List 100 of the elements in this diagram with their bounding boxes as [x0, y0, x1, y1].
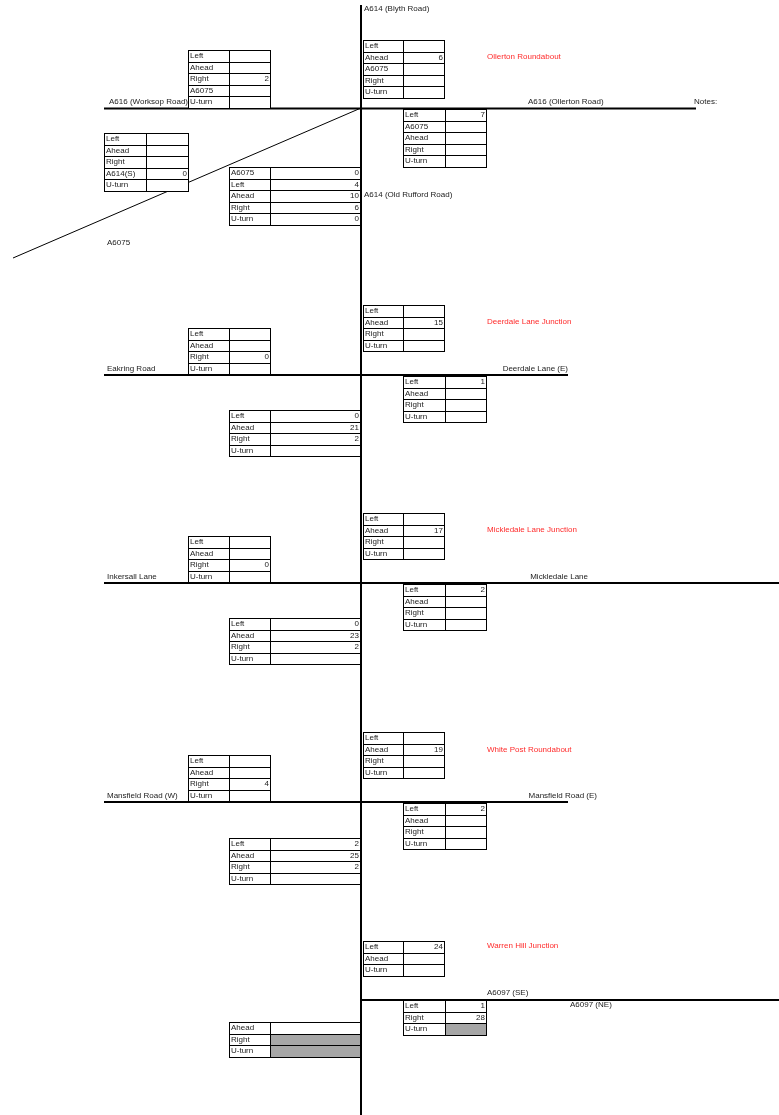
count-value: 7	[446, 110, 487, 122]
movement-label: Ahead	[230, 422, 271, 434]
count-value: 23	[271, 630, 361, 642]
movement-label: U-turn	[105, 180, 147, 192]
movement-label: Right	[189, 560, 230, 572]
movement-label: Ahead	[364, 953, 404, 965]
count-value: 0	[271, 168, 361, 180]
road-name: A614 (Blyth Road)	[364, 4, 430, 13]
movement-label: Left	[105, 134, 147, 146]
count-value: 17	[404, 525, 445, 537]
movement-label: Left	[230, 619, 271, 631]
count-value: 0	[230, 352, 271, 364]
turning-count-table	[403, 803, 487, 850]
turning-count-table	[188, 755, 271, 802]
movement-label: Ahead	[404, 388, 446, 400]
movement-label: Left	[189, 329, 230, 341]
movement-label: Right	[404, 1012, 446, 1024]
movement-label: Ahead	[364, 744, 404, 756]
movement-label: U-turn	[230, 653, 271, 665]
movement-label: Left	[404, 377, 446, 389]
movement-label: Ahead	[189, 62, 230, 74]
count-value: 25	[271, 850, 361, 862]
movement-label: Right	[230, 202, 271, 214]
movement-label: Right	[404, 827, 446, 839]
movement-label: U-turn	[404, 411, 446, 423]
movement-label: Ahead	[404, 133, 446, 145]
turning-count-table	[403, 109, 487, 168]
movement-label: Left	[404, 585, 446, 597]
movement-label: Right	[404, 144, 446, 156]
movement-label: Right	[364, 75, 404, 87]
junction-name: Ollerton Roundabout	[487, 52, 561, 61]
road-name: Mansfield Road (W)	[107, 791, 178, 800]
turning-count-table	[403, 584, 487, 631]
count-value: 1	[446, 377, 487, 389]
movement-label: Left	[189, 51, 230, 63]
count-value: 0	[230, 560, 271, 572]
movement-label: Ahead	[404, 815, 446, 827]
road-name: A6097 (NE)	[570, 1000, 612, 1009]
movement-label: Right	[105, 157, 147, 169]
count-value: 2	[446, 585, 487, 597]
notes-heading: Notes:	[694, 97, 718, 106]
movement-label: U-turn	[189, 97, 230, 109]
movement-label: U-turn	[404, 156, 446, 168]
turning-count-table	[363, 40, 445, 99]
movement-label: Ahead	[230, 850, 271, 862]
movement-label: Ahead	[404, 596, 446, 608]
movement-label: U-turn	[364, 767, 404, 779]
movement-label: Right	[404, 608, 446, 620]
movement-label: Ahead	[189, 548, 230, 560]
turning-count-table	[229, 1022, 361, 1058]
movement-label: Left	[364, 41, 404, 53]
count-value: 6	[404, 52, 445, 64]
movement-label: U-turn	[189, 363, 230, 375]
junction-name: White Post Roundabout	[487, 745, 572, 754]
movement-label: U-turn	[364, 965, 404, 977]
turning-count-table	[229, 410, 361, 457]
movement-label: Right	[189, 352, 230, 364]
turning-count-table	[188, 50, 271, 109]
movement-label: U-turn	[189, 790, 230, 802]
movement-label: Right	[189, 74, 230, 86]
count-value: 2	[271, 862, 361, 874]
count-value: 0	[147, 168, 189, 180]
movement-label: Left	[364, 306, 404, 318]
movement-label: U-turn	[364, 340, 404, 352]
turning-count-table	[403, 376, 487, 423]
road-name: A616 (Ollerton Road)	[528, 97, 604, 106]
count-value: 2	[446, 804, 487, 816]
movement-label: Ahead	[105, 145, 147, 157]
count-value: 2	[271, 642, 361, 654]
road-name: A616 (Worksop Road)	[109, 97, 188, 106]
turning-count-table	[229, 167, 361, 226]
movement-label: U-turn	[230, 873, 271, 885]
road-name: A6097 (SE)	[487, 988, 529, 997]
count-value: 6	[271, 202, 361, 214]
turning-count-table	[403, 1000, 487, 1036]
movement-label: Right	[230, 642, 271, 654]
movement-label: Right	[404, 400, 446, 412]
movement-label: Right	[230, 434, 271, 446]
movement-label: Left	[189, 537, 230, 549]
movement-label: A6075	[230, 168, 271, 180]
road-name: Mickledale Lane	[530, 572, 588, 581]
count-value: 24	[404, 942, 445, 954]
turning-count-table	[363, 513, 445, 560]
count-value: 21	[271, 422, 361, 434]
movement-label: Ahead	[364, 317, 404, 329]
junction-name: Deerdale Lane Junction	[487, 317, 572, 326]
movement-label: Left	[364, 942, 404, 954]
movement-label: U-turn	[230, 445, 271, 457]
count-value: 19	[404, 744, 445, 756]
turning-count-table	[363, 941, 445, 977]
count-value: 0	[271, 411, 361, 423]
count-value: 2	[230, 74, 271, 86]
count-value: 1	[446, 1001, 487, 1013]
movement-label: Ahead	[189, 340, 230, 352]
turning-count-table	[229, 838, 361, 885]
movement-label: U-turn	[364, 548, 404, 560]
count-value: 10	[271, 191, 361, 203]
movement-label: Left	[404, 110, 446, 122]
movement-label: Ahead	[364, 52, 404, 64]
movement-label: A614(S)	[105, 168, 147, 180]
